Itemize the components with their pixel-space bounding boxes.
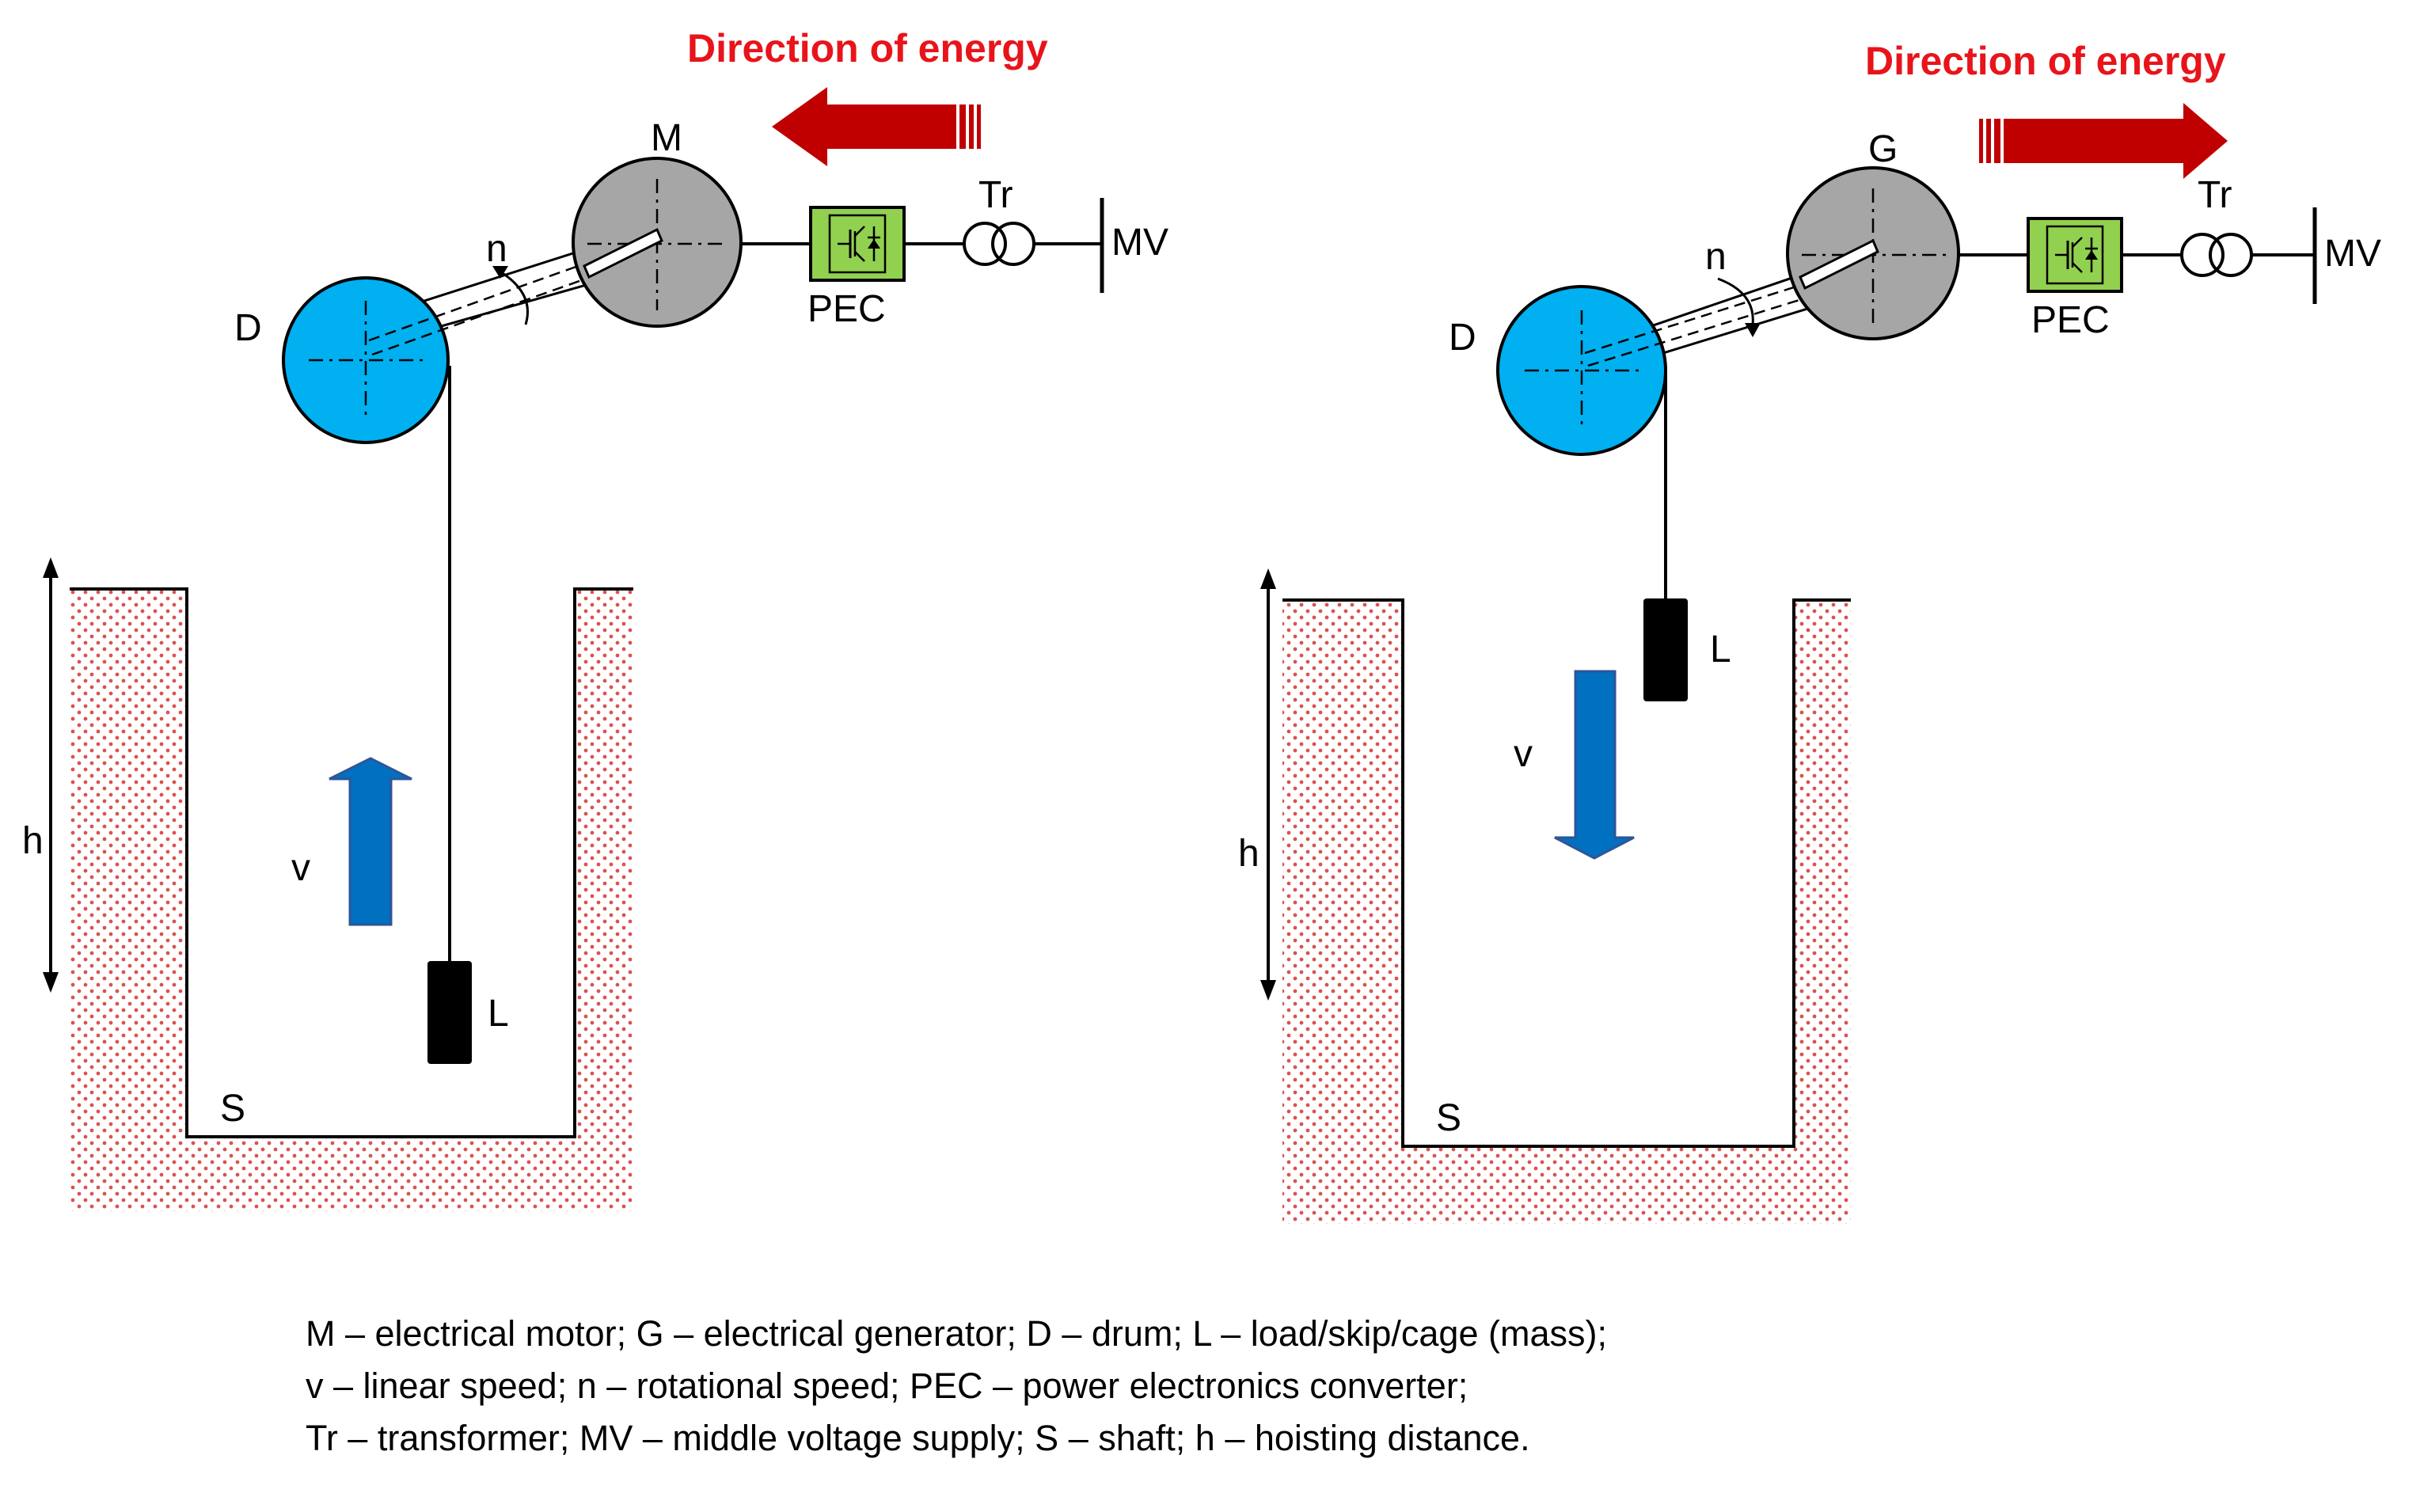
left-panel: Direction of energy h v L S xyxy=(22,26,1168,1211)
left-drum-label: D xyxy=(234,307,262,349)
left-energy-arrow-icon xyxy=(772,87,981,166)
left-drum xyxy=(282,237,663,444)
legend: M – electrical motor; G – electrical gen… xyxy=(306,1313,1607,1458)
left-energy-title: Direction of energy xyxy=(687,26,1048,70)
right-speed-label: v xyxy=(1514,733,1533,775)
left-shaft-label: S xyxy=(220,1088,245,1130)
left-pec-converter xyxy=(809,206,906,282)
right-energy-arrow-icon xyxy=(1979,103,2228,179)
right-energy-title: Direction of energy xyxy=(1865,39,2226,83)
left-load-label: L xyxy=(488,993,509,1035)
left-machine xyxy=(572,157,743,328)
right-shaft-label: S xyxy=(1436,1097,1461,1139)
right-drum-label: D xyxy=(1449,317,1476,359)
right-rotation-arrow-icon xyxy=(1717,277,1761,337)
left-speed-label: v xyxy=(291,847,310,889)
legend-line-3: Tr – transformer; MV – middle voltage su… xyxy=(306,1418,1530,1458)
left-transformer-icon xyxy=(963,222,1035,266)
left-machine-label: M xyxy=(651,117,682,159)
left-height-label: h xyxy=(22,820,44,862)
left-supply-label: MV xyxy=(1111,222,1168,264)
right-rot-speed-label: n xyxy=(1705,236,1727,278)
right-panel: Direction of energy h v L S xyxy=(1238,39,2381,1224)
right-transformer-label: Tr xyxy=(2198,174,2232,216)
left-rotation-arrow-icon xyxy=(492,266,529,325)
left-height-arrow-icon xyxy=(43,557,59,993)
legend-line-1: M – electrical motor; G – electrical gen… xyxy=(306,1313,1607,1354)
right-height-arrow-icon xyxy=(1260,568,1276,1001)
left-load xyxy=(427,961,472,1064)
left-shaft-pit xyxy=(70,587,633,1211)
right-supply-label: MV xyxy=(2324,233,2381,275)
right-load-label: L xyxy=(1710,629,1731,671)
left-pec-label: PEC xyxy=(807,288,886,330)
left-speed-arrow-icon xyxy=(329,757,412,926)
legend-line-2: v – linear speed; n – rotational speed; … xyxy=(306,1366,1468,1406)
right-transformer-icon xyxy=(2180,233,2253,277)
left-transformer-label: Tr xyxy=(978,174,1013,216)
right-machine xyxy=(1786,166,1960,340)
right-load xyxy=(1643,598,1688,701)
right-pec-converter xyxy=(2027,217,2123,293)
right-speed-arrow-icon xyxy=(1554,670,1635,860)
left-rot-speed-label: n xyxy=(486,228,507,270)
right-pec-label: PEC xyxy=(2031,299,2110,341)
right-height-label: h xyxy=(1238,833,1259,875)
right-machine-label: G xyxy=(1868,128,1898,170)
right-shaft-pit xyxy=(1282,598,1851,1224)
